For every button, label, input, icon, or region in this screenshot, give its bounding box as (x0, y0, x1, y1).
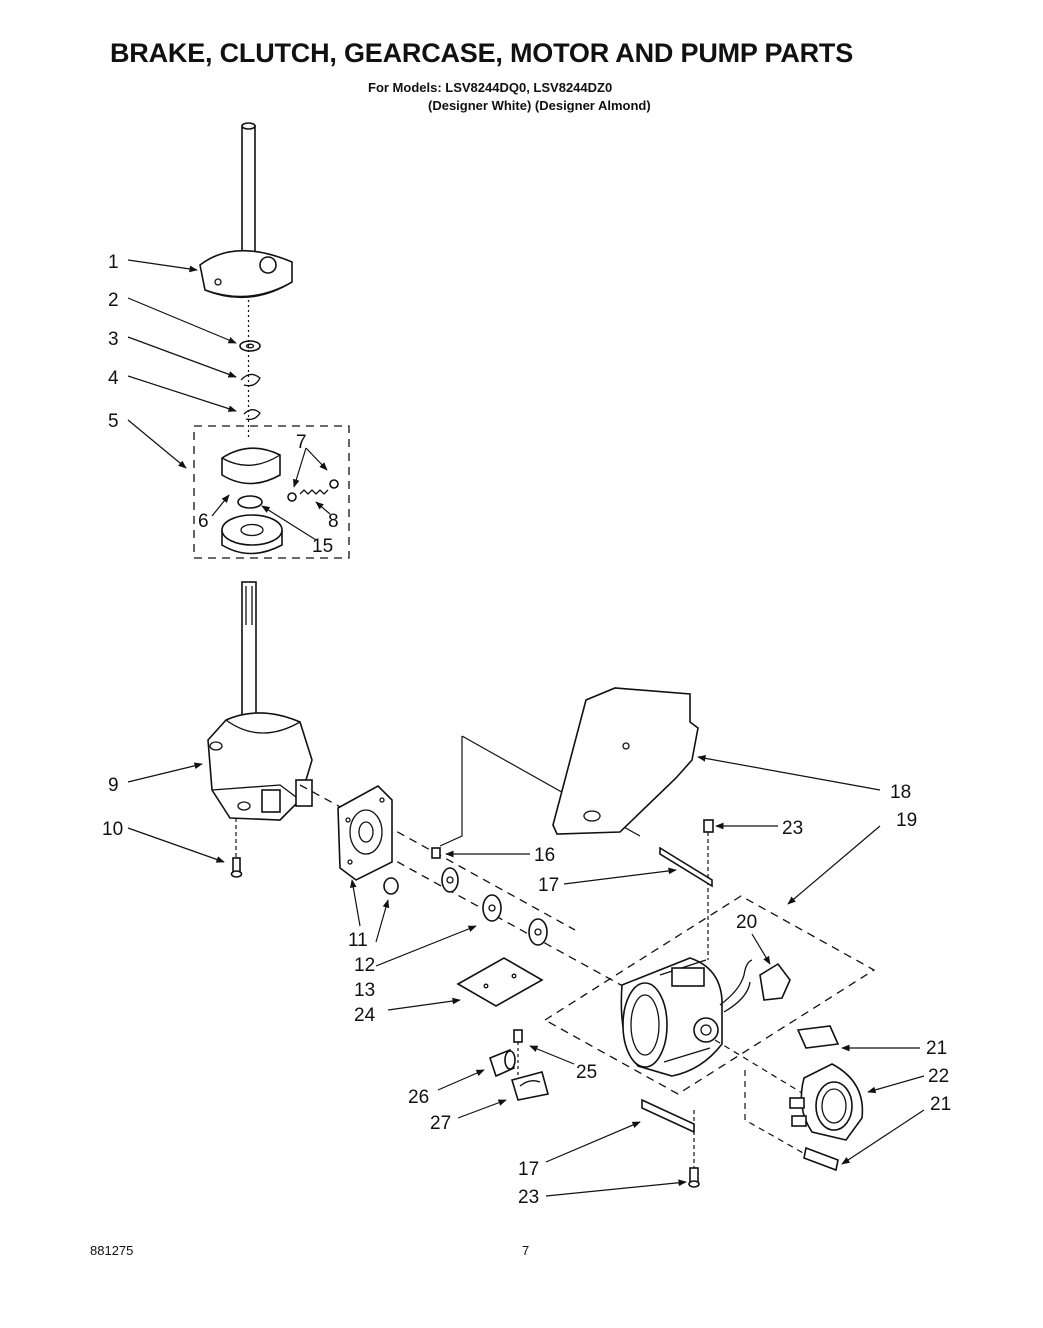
callout-12: 12 (354, 955, 375, 976)
part-21-clip-top (796, 1025, 840, 1049)
part-17-clip-top (659, 846, 713, 888)
callout-2: 2 (108, 290, 119, 311)
callout-20: 20 (736, 912, 757, 933)
document-code: 881275 (90, 1243, 134, 1258)
part-1-brake-cam (199, 249, 293, 299)
part-13-coupling-assembly (441, 867, 548, 946)
page-title: BRAKE, CLUTCH, GEARCASE, MOTOR AND PUMP … (110, 38, 854, 68)
part-17-clip-bottom (641, 1098, 695, 1134)
part-18-motor-shield (552, 687, 699, 835)
part-7-spring-button (287, 492, 297, 502)
callout-16: 16 (534, 845, 555, 866)
part-22-pump (789, 1063, 864, 1141)
callout-19: 19 (896, 810, 917, 831)
callout-8: 8 (328, 511, 339, 532)
page-number: 7 (522, 1243, 530, 1258)
callout-24: 24 (354, 1005, 376, 1026)
part-2-washer (239, 340, 261, 352)
part-24-pad (456, 957, 544, 1007)
part-4-retaining-ring (243, 409, 261, 421)
part-10-screw (230, 818, 243, 878)
lower-shaft (241, 581, 257, 731)
callout-22: 22 (928, 1066, 949, 1087)
part-6-clutch-band (221, 447, 281, 485)
model-numbers: For Models: LSV8244DQ0, LSV8244DZ0 (368, 80, 613, 95)
part-9-gearcase (207, 712, 313, 821)
leader-lines (127, 259, 925, 1197)
callout-1: 1 (108, 252, 119, 273)
callout-23-top: 23 (782, 818, 803, 839)
part-8-spring (299, 479, 339, 495)
part-3-spring-washer (240, 373, 261, 387)
part-27-clamp (510, 1071, 549, 1101)
part-20-motor-switch (719, 959, 791, 1013)
callout-10: 10 (102, 819, 123, 840)
part-23-screw-bottom (688, 1110, 700, 1188)
callout-11: 11 (348, 930, 368, 951)
part-16-set-screw (431, 847, 441, 859)
part-15-clutch-hub (221, 495, 283, 555)
model-variants: (Designer White) (Designer Almond) (428, 98, 651, 113)
part-25-screw (513, 1029, 523, 1078)
callout-23-bottom: 23 (518, 1187, 539, 1208)
callout-17-top: 17 (538, 875, 559, 896)
callout-17-bottom: 17 (518, 1159, 539, 1180)
callout-18: 18 (890, 782, 911, 803)
part-26-bushing (489, 1048, 516, 1078)
callout-26: 26 (408, 1087, 429, 1108)
part-11-mounting-plate (337, 785, 393, 881)
part-19-motor-assembly (543, 895, 876, 1159)
callout-labels: 1 2 3 4 5 6 7 8 15 9 10 11 12 13 24 16 1… (102, 252, 951, 1208)
callout-27: 27 (430, 1113, 451, 1134)
callout-21-top: 21 (926, 1038, 947, 1059)
part-12-coupling-nut (383, 877, 399, 895)
upper-shaft (241, 122, 256, 277)
part-5-clutch-assembly (193, 425, 350, 559)
callout-3: 3 (108, 329, 119, 350)
part-21-clip-bottom (803, 1146, 839, 1172)
callout-13: 13 (354, 980, 375, 1001)
callout-9: 9 (108, 775, 119, 796)
callout-7: 7 (296, 432, 307, 453)
part-23-screw-top (703, 819, 714, 960)
callout-15: 15 (312, 536, 333, 557)
callout-21-bottom: 21 (930, 1094, 951, 1115)
callout-25: 25 (576, 1062, 597, 1083)
motor-body (620, 957, 723, 1077)
callout-5: 5 (108, 411, 119, 432)
callout-6: 6 (198, 511, 209, 532)
callout-4: 4 (108, 368, 119, 389)
